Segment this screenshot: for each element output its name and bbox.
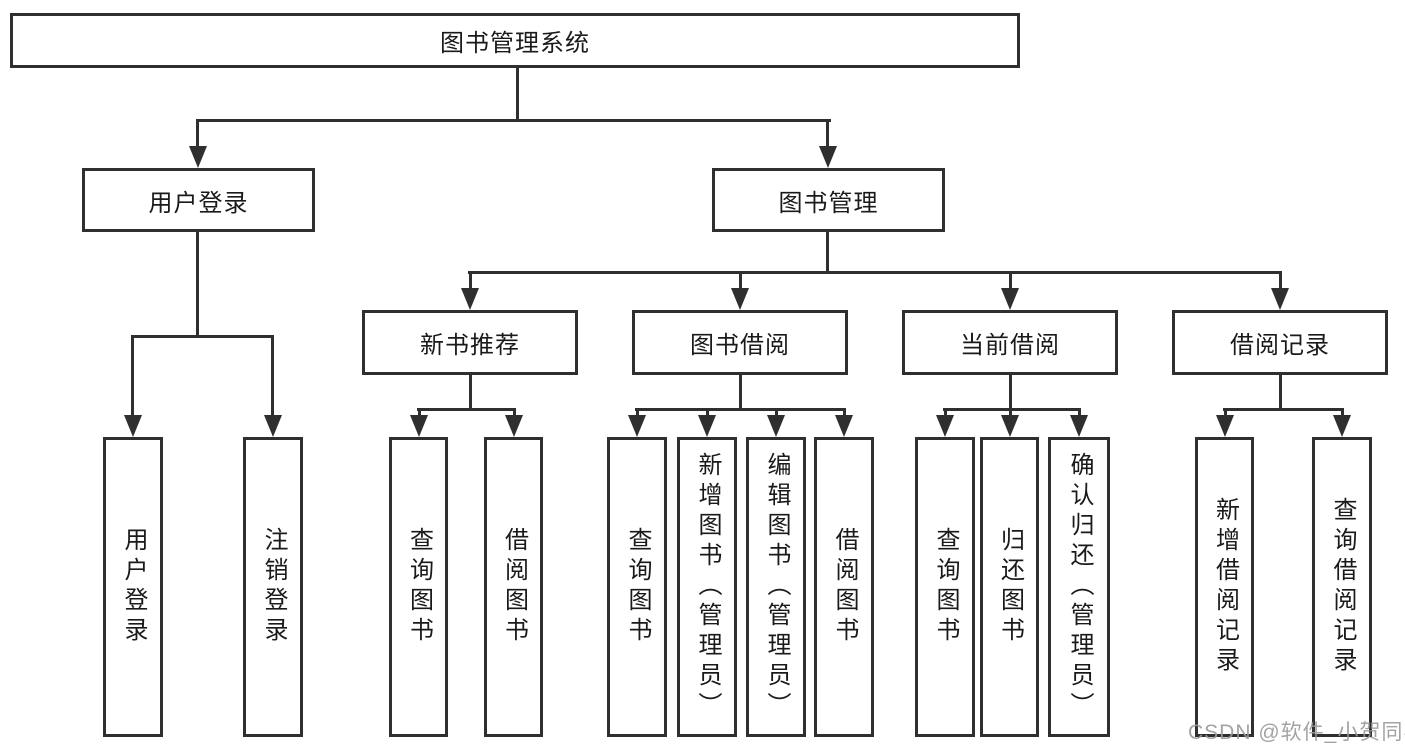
connector-line bbox=[635, 408, 846, 411]
node-label: 查询图书 bbox=[932, 527, 959, 647]
node-label: 编辑图书（管理员） bbox=[763, 452, 790, 722]
connector-line bbox=[943, 408, 1081, 411]
node-borrow-books-2: 借阅图书 bbox=[814, 437, 874, 737]
node-edit-books-admin: 编辑图书（管理员） bbox=[746, 437, 806, 737]
node-label: 新增借阅记录 bbox=[1211, 497, 1239, 677]
connector-arrowhead bbox=[1001, 288, 1019, 310]
connector-arrowhead bbox=[767, 415, 785, 437]
connector-line bbox=[739, 271, 742, 291]
connector-arrowhead bbox=[505, 415, 523, 437]
node-label: 查询图书 bbox=[405, 527, 433, 647]
node-label: 归还图书 bbox=[996, 527, 1024, 647]
node-label: 借阅图书 bbox=[831, 527, 858, 647]
connector-arrowhead bbox=[461, 288, 479, 310]
connector-arrowhead bbox=[1070, 415, 1088, 437]
connector-line bbox=[826, 232, 829, 274]
connector-line bbox=[739, 375, 742, 411]
node-label: 新书推荐 bbox=[420, 332, 520, 359]
node-label: 借阅记录 bbox=[1230, 332, 1330, 359]
node-confirm-return-admin: 确认归还（管理员） bbox=[1048, 437, 1110, 737]
connector-line bbox=[196, 119, 831, 122]
node-add-books-admin: 新增图书（管理员） bbox=[677, 437, 737, 737]
node-query-borrow-record: 查询借阅记录 bbox=[1312, 437, 1372, 737]
node-label: 图书管理 bbox=[778, 189, 879, 217]
node-label: 查询图书 bbox=[624, 527, 651, 647]
connector-line bbox=[196, 119, 199, 149]
connector-line bbox=[843, 408, 846, 418]
node-library-management-system: 图书管理系统 bbox=[10, 13, 1020, 68]
connector-arrowhead bbox=[1216, 415, 1234, 437]
connector-arrowhead bbox=[628, 415, 646, 437]
connector-line bbox=[636, 408, 639, 418]
connector-line bbox=[131, 335, 274, 338]
connector-line bbox=[706, 408, 709, 418]
node-return-books: 归还图书 bbox=[980, 437, 1039, 737]
node-query-books-1: 查询图书 bbox=[389, 437, 448, 737]
connector-line bbox=[1341, 408, 1344, 418]
node-book-borrowing: 图书借阅 bbox=[632, 310, 848, 375]
connector-line bbox=[516, 68, 519, 122]
connector-arrowhead bbox=[189, 146, 207, 168]
connector-line bbox=[1009, 271, 1012, 291]
connector-arrowhead bbox=[410, 415, 428, 437]
node-label: 用户登录 bbox=[120, 527, 147, 647]
node-label: 借阅图书 bbox=[500, 527, 528, 647]
connector-arrowhead bbox=[936, 415, 954, 437]
node-add-borrow-record: 新增借阅记录 bbox=[1195, 437, 1254, 737]
node-book-management: 图书管理 bbox=[712, 168, 945, 232]
connector-arrowhead bbox=[1333, 415, 1351, 437]
connector-line bbox=[1279, 375, 1282, 411]
node-label: 当前借阅 bbox=[960, 332, 1060, 359]
connector-line bbox=[418, 408, 421, 418]
connector-line bbox=[944, 408, 947, 418]
connector-arrowhead bbox=[1001, 415, 1019, 437]
node-logout: 注销登录 bbox=[243, 437, 303, 737]
connector-line bbox=[469, 271, 472, 291]
node-query-books-2: 查询图书 bbox=[607, 437, 667, 737]
connector-arrowhead bbox=[124, 415, 142, 437]
node-user-login-leaf: 用户登录 bbox=[103, 437, 163, 737]
node-new-book-recommendation: 新书推荐 bbox=[362, 310, 578, 375]
connector-arrowhead bbox=[819, 146, 837, 168]
connector-line bbox=[513, 408, 516, 418]
connector-arrowhead bbox=[698, 415, 716, 437]
connector-line bbox=[1279, 271, 1282, 291]
node-label: 图书借阅 bbox=[690, 332, 790, 359]
node-label: 注销登录 bbox=[260, 527, 287, 647]
node-label: 查询借阅记录 bbox=[1329, 497, 1356, 677]
node-query-books-3: 查询图书 bbox=[915, 437, 975, 737]
node-current-borrowing: 当前借阅 bbox=[902, 310, 1118, 375]
connector-line bbox=[196, 232, 199, 338]
connector-line bbox=[131, 335, 134, 417]
node-label: 图书管理系统 bbox=[440, 30, 590, 57]
connector-line bbox=[271, 335, 274, 417]
connector-arrowhead bbox=[835, 415, 853, 437]
connector-line bbox=[1009, 375, 1012, 411]
connector-line bbox=[469, 375, 472, 411]
connector-line bbox=[417, 408, 516, 411]
connector-line bbox=[826, 119, 829, 149]
node-borrowing-records: 借阅记录 bbox=[1172, 310, 1388, 375]
connector-line bbox=[1078, 408, 1081, 418]
node-label: 新增图书（管理员） bbox=[694, 452, 721, 722]
connector-arrowhead bbox=[264, 415, 282, 437]
connector-line bbox=[468, 271, 1282, 274]
node-label: 确认归还（管理员） bbox=[1066, 452, 1093, 722]
connector-arrowhead bbox=[1271, 288, 1289, 310]
connector-arrowhead bbox=[731, 288, 749, 310]
connector-line bbox=[1009, 408, 1012, 418]
node-label: 用户登录 bbox=[148, 189, 249, 217]
connector-line bbox=[1223, 408, 1344, 411]
connector-line bbox=[1224, 408, 1227, 418]
node-user-login: 用户登录 bbox=[82, 168, 315, 232]
csdn-watermark: CSDN @软件_小贺同学 bbox=[1188, 721, 1405, 744]
node-borrow-books-1: 借阅图书 bbox=[484, 437, 543, 737]
connector-line bbox=[775, 408, 778, 418]
